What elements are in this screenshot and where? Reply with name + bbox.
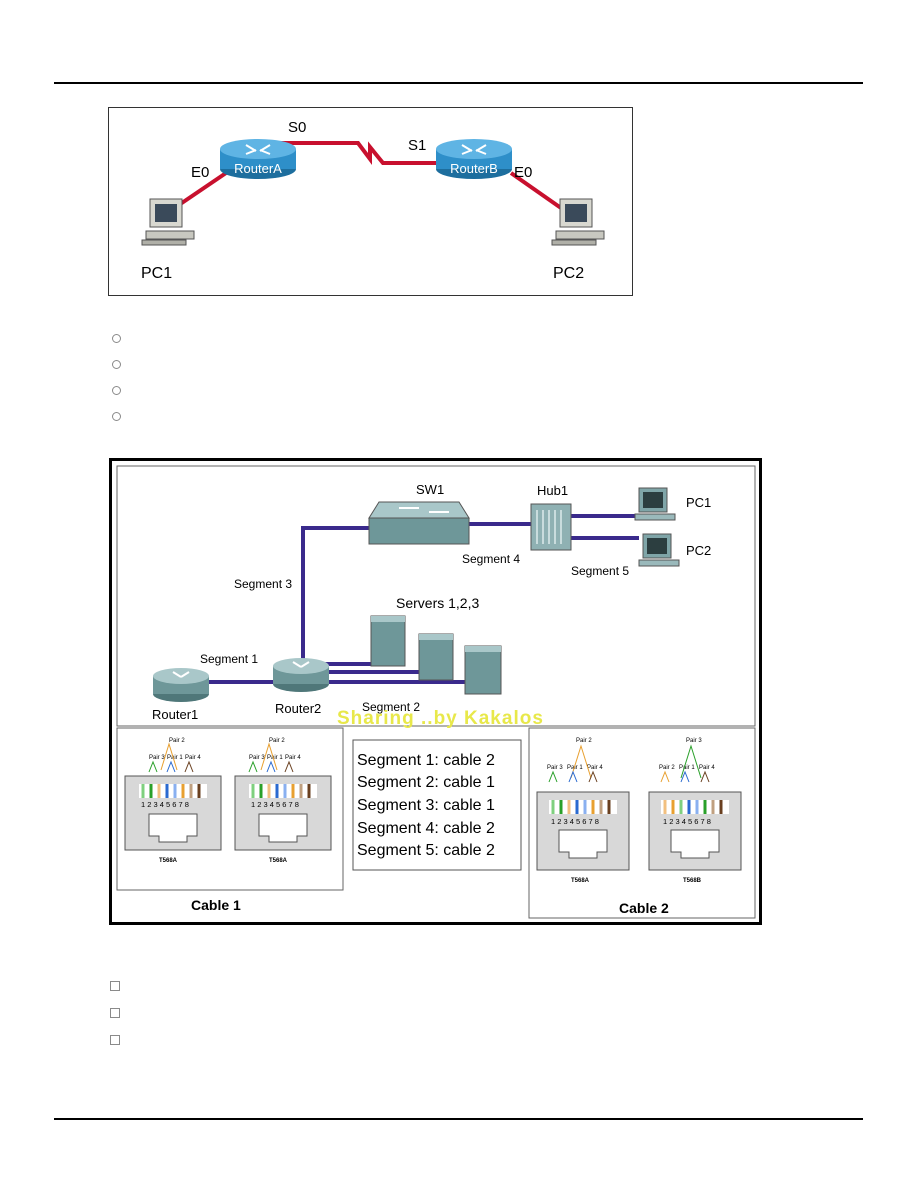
pc1-label: PC1 (141, 265, 172, 282)
svg-text:T568B: T568B (683, 878, 702, 884)
sw1-label: SW1 (416, 482, 444, 497)
router-a-icon (220, 139, 296, 179)
legend-line: Segment 2: cable 1 (357, 774, 495, 791)
svg-text:Pair 1: Pair 1 (267, 755, 283, 761)
pc2-label: PC2 (553, 265, 584, 282)
interface-e0-left-label: E0 (191, 164, 209, 181)
interface-s0-label: S0 (288, 119, 306, 136)
hub-hub1-icon (530, 503, 572, 551)
network-cables (207, 514, 639, 684)
rj45-jack-t568a: Pair 2 Pair 3 Pair 1 Pair 4 1 2 3 4 5 6 … (234, 738, 332, 864)
pc1-icon (634, 487, 676, 521)
segment-1-label: Segment 1 (200, 652, 258, 666)
servers-label: Servers 1,2,3 (396, 595, 479, 611)
svg-text:T568A: T568A (571, 878, 590, 884)
hub1-label: Hub1 (537, 483, 568, 498)
legend-line: Segment 1: cable 2 (357, 752, 495, 769)
answer-option-radio[interactable] (112, 360, 121, 369)
pc1-label: PC1 (686, 495, 711, 510)
router-a-label: RouterA (234, 161, 282, 176)
svg-text:Pair 2: Pair 2 (169, 738, 185, 744)
legend-line: Segment 4: cable 2 (357, 820, 495, 837)
router-b-icon (436, 139, 512, 179)
answer-option-radio[interactable] (112, 334, 121, 343)
segment-4-label: Segment 4 (462, 552, 520, 566)
svg-text:Pair 4: Pair 4 (587, 765, 603, 771)
router1-icon (153, 668, 209, 702)
interface-s1-label: S1 (408, 137, 426, 154)
svg-text:Pair 4: Pair 4 (185, 755, 201, 761)
pc2-label: PC2 (686, 543, 711, 558)
answer-option-checkbox[interactable] (110, 1008, 120, 1018)
watermark-text: Sharing ..by Kakalos (337, 708, 544, 729)
svg-text:1 2 3 4 5 6 7 8: 1 2 3 4 5 6 7 8 (663, 817, 711, 826)
svg-text:Pair 4: Pair 4 (285, 755, 301, 761)
legend-line: Segment 3: cable 1 (357, 797, 495, 814)
svg-text:T568A: T568A (269, 858, 288, 864)
segment-3-label: Segment 3 (234, 577, 292, 591)
figure-router-topology: RouterA RouterB S0 S1 E0 E0 PC1 PC2 (108, 107, 633, 296)
header-rule (54, 82, 863, 84)
interface-e0-right-label: E0 (514, 164, 532, 181)
svg-text:Pair 2: Pair 2 (576, 738, 592, 744)
svg-text:1 2 3 4 5 6 7 8: 1 2 3 4 5 6 7 8 (251, 800, 299, 809)
serial-link (258, 141, 463, 165)
svg-text:Pair 4: Pair 4 (699, 765, 715, 771)
legend-line: Segment 5: cable 2 (357, 842, 495, 859)
cable2-label: Cable 2 (619, 900, 669, 916)
svg-text:Pair 1: Pair 1 (567, 765, 583, 771)
rj45-jack-t568b: Pair 3 Pair 2 Pair 1 Pair 4 1 2 3 4 5 6 … (648, 738, 742, 884)
answer-option-checkbox[interactable] (110, 981, 120, 991)
answer-option-checkbox[interactable] (110, 1035, 120, 1045)
pc2-icon (551, 198, 605, 246)
pc2-icon (638, 533, 680, 567)
figure-network-cabling: SW1 Hub1 PC1 PC2 Servers 1,2,3 Router1 (109, 458, 762, 925)
svg-text:Pair 2: Pair 2 (269, 738, 285, 744)
svg-text:1 2 3 4 5 6 7 8: 1 2 3 4 5 6 7 8 (551, 817, 599, 826)
svg-text:Pair 3: Pair 3 (249, 755, 265, 761)
answer-option-radio[interactable] (112, 386, 121, 395)
svg-text:Pair 3: Pair 3 (686, 738, 702, 744)
cable1-label: Cable 1 (191, 897, 241, 913)
router2-icon (273, 658, 329, 692)
segment-5-label: Segment 5 (571, 564, 629, 578)
segment-cable-legend (352, 739, 522, 871)
router-b-label: RouterB (450, 161, 498, 176)
rj45-jack-t568a: Pair 2 Pair 3 Pair 1 Pair 4 1 2 3 4 5 6 … (536, 738, 630, 884)
svg-text:Pair 3: Pair 3 (149, 755, 165, 761)
svg-text:Pair 1: Pair 1 (167, 755, 183, 761)
svg-text:T568A: T568A (159, 858, 178, 864)
segment-2-label: Segment 2 (362, 700, 420, 714)
answer-option-radio[interactable] (112, 412, 121, 421)
servers-icon (370, 615, 502, 695)
router2-label: Router2 (275, 701, 321, 716)
router1-label: Router1 (152, 707, 198, 722)
pc1-icon (141, 198, 195, 246)
svg-text:Pair 1: Pair 1 (679, 765, 695, 771)
svg-text:Pair 2: Pair 2 (659, 765, 675, 771)
switch-sw1-icon (368, 501, 470, 545)
svg-text:Pair 3: Pair 3 (547, 765, 563, 771)
footer-rule (54, 1118, 863, 1120)
svg-text:1 2 3 4 5 6 7 8: 1 2 3 4 5 6 7 8 (141, 800, 189, 809)
rj45-jack-t568a: Pair 2 Pair 3 Pair 1 Pair 4 1 2 3 4 5 6 … (124, 738, 222, 864)
